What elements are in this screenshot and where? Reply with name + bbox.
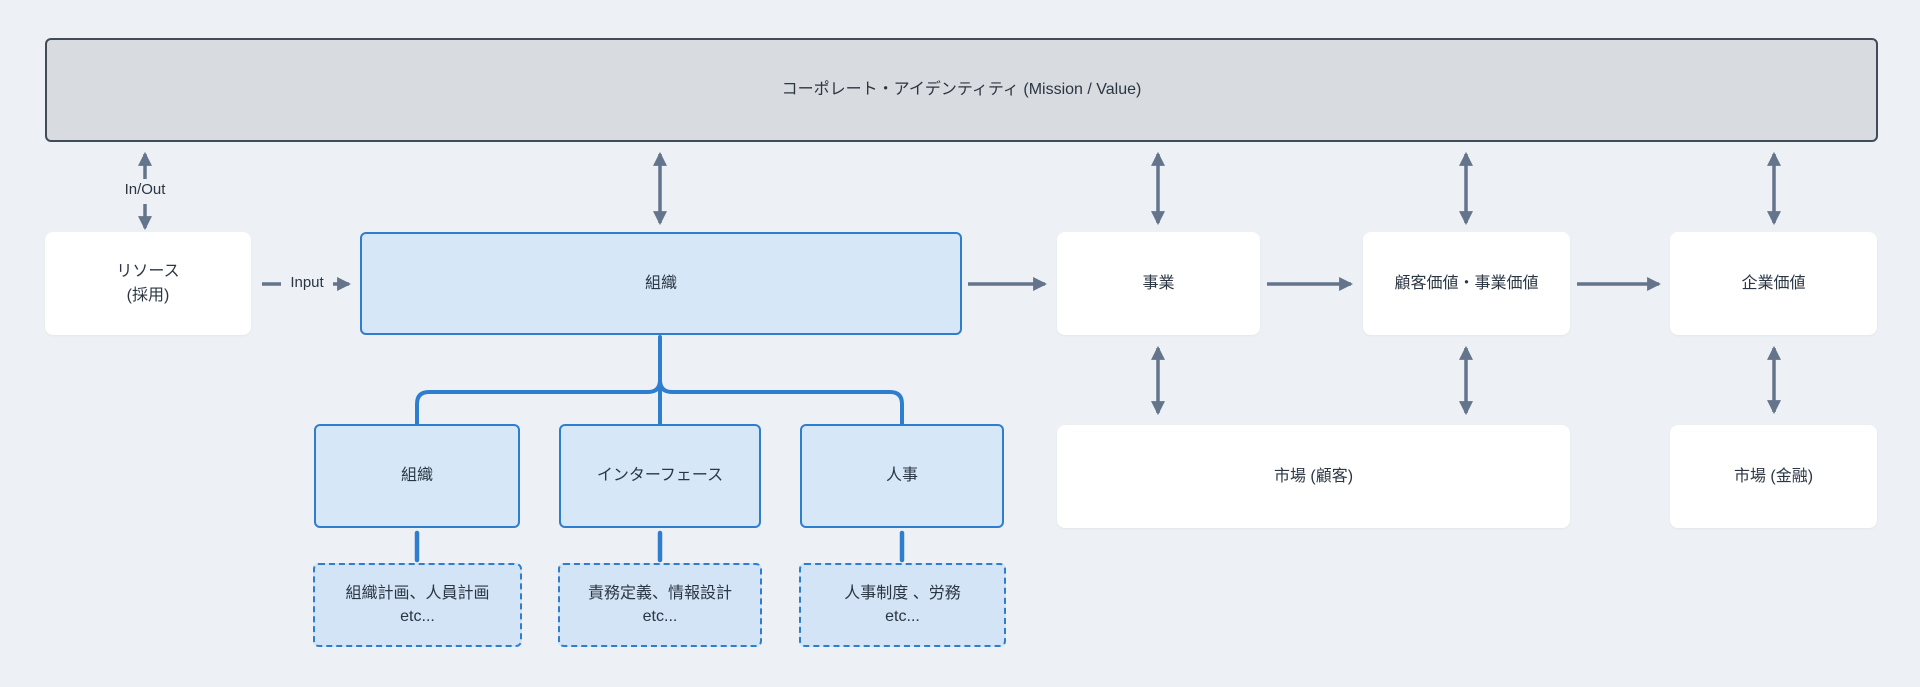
node-business-label: 事業 [1142, 274, 1175, 292]
node-hr-label: 人事 [885, 467, 918, 484]
node-market-finance: 市場 (金融) [1670, 425, 1877, 528]
node-organization-sub-label: 組織 [400, 467, 433, 484]
node-market-customer-label: 市場 (顧客) [1273, 467, 1354, 485]
corporate-identity-bar: コーポレート・アイデンティティ (Mission / Value) [45, 38, 1878, 142]
node-resource: リソース (採用) [45, 232, 251, 335]
corporate-identity-label: コーポレート・アイデンティティ (Mission / Value) [781, 81, 1142, 98]
connector-tree-left [415, 335, 662, 426]
node-hr-detail-label: 人事制度 、労務 [844, 584, 961, 602]
node-resource-sublabel: (採用) [126, 286, 170, 304]
label-in-out: In/Out [124, 181, 166, 198]
node-customer-business-value-label: 顧客価値・事業価値 [1394, 274, 1539, 292]
connector-tree-right [658, 378, 904, 426]
node-organization-main: 組織 [360, 232, 962, 335]
node-organization-sub: 組織 [314, 424, 520, 528]
node-interface-detail-sublabel: etc... [642, 608, 678, 625]
node-market-customer: 市場 (顧客) [1057, 425, 1570, 528]
node-organization-detail: 組織計画、人員計画 etc... [313, 563, 522, 647]
node-interface: インターフェース [559, 424, 761, 528]
node-hr-detail-sublabel: etc... [885, 608, 920, 625]
node-corporate-value-label: 企業価値 [1741, 274, 1806, 292]
label-input: Input [281, 274, 333, 291]
node-hr: 人事 [800, 424, 1004, 528]
node-resource-label: リソース [116, 262, 180, 280]
node-interface-detail: 責務定義、情報設計 etc... [558, 563, 762, 647]
node-business: 事業 [1057, 232, 1260, 335]
node-customer-business-value: 顧客価値・事業価値 [1363, 232, 1570, 335]
node-organization-detail-sublabel: etc... [400, 608, 435, 625]
node-interface-detail-label: 責務定義、情報設計 [587, 584, 732, 602]
node-market-finance-label: 市場 (金融) [1733, 467, 1814, 485]
node-organization-main-label: 組織 [644, 274, 677, 292]
node-hr-detail: 人事制度 、労務 etc... [799, 563, 1006, 647]
node-corporate-value: 企業価値 [1670, 232, 1877, 335]
node-organization-detail-label: 組織計画、人員計画 [345, 584, 490, 602]
node-interface-label: インターフェース [596, 467, 724, 484]
